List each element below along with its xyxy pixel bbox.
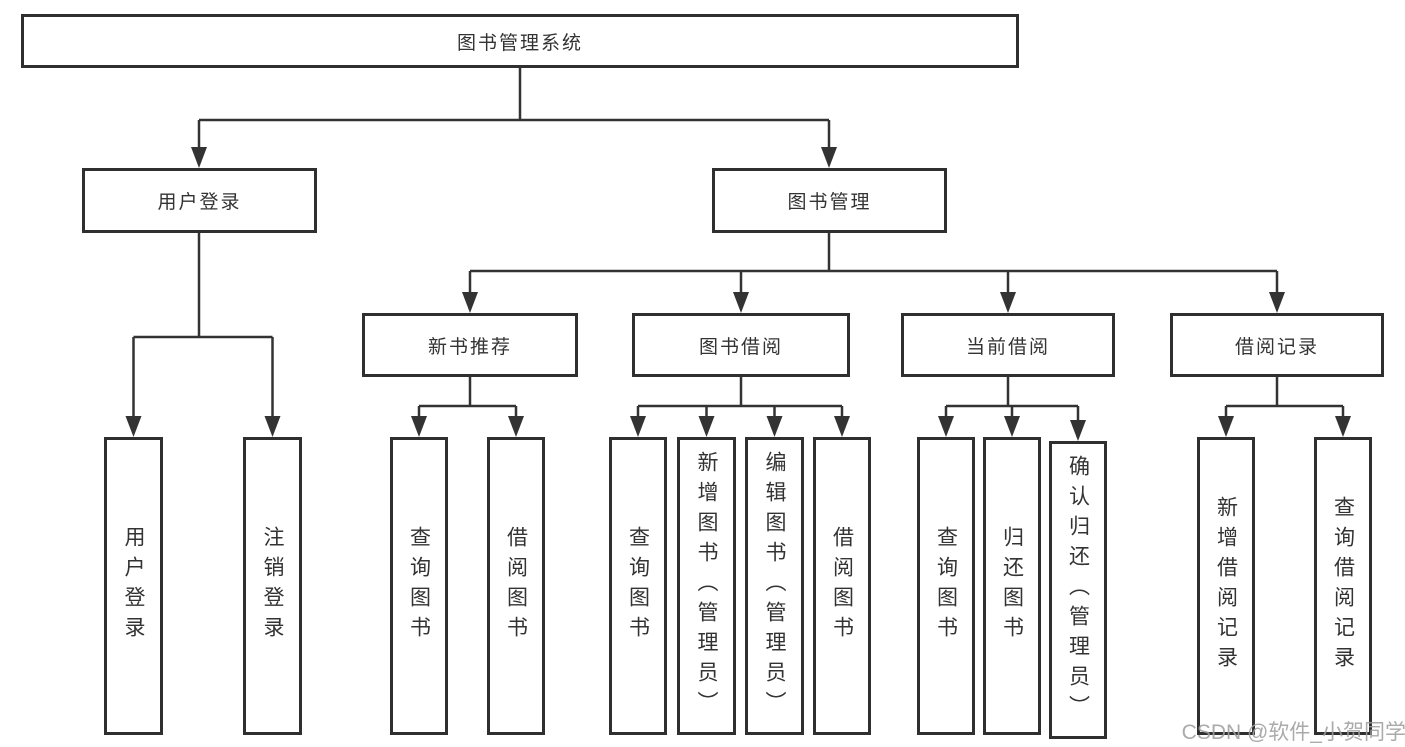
arrowheads: [125, 147, 1351, 441]
leaf-records-add-record: 新增借阅记录: [1197, 437, 1255, 735]
node-user-login: 用户登录: [82, 168, 317, 233]
leaf-borrow-borrow-books-label: 借阅图书: [830, 526, 854, 646]
csdn-watermark: CSDN @软件_小贺同学: [1181, 721, 1405, 744]
leaf-current-return-books: 归还图书: [983, 437, 1041, 735]
leaf-user-login: 用户登录: [104, 437, 163, 735]
node-current-borrow: 当前借阅: [901, 313, 1115, 377]
leaf-current-confirm-return-admin-label: 确认归还（管理员）: [1066, 455, 1090, 725]
node-new-book-recommend: 新书推荐: [362, 313, 578, 377]
leaf-borrow-borrow-books: 借阅图书: [813, 437, 871, 735]
leaf-borrow-edit-books-admin-label: 编辑图书（管理员）: [763, 451, 786, 721]
node-borrow-records: 借阅记录: [1170, 313, 1384, 377]
leaf-user-login-label: 用户登录: [122, 526, 145, 646]
leaf-borrow-query-books-label: 查询图书: [626, 526, 650, 646]
node-book-management: 图书管理: [712, 168, 947, 233]
leaf-logout: 注销登录: [243, 437, 302, 735]
leaf-borrow-add-books-admin-label: 新增图书（管理员）: [695, 451, 718, 721]
leaf-logout-label: 注销登录: [261, 526, 284, 646]
leaf-records-query-record: 查询借阅记录: [1314, 437, 1372, 735]
leaf-borrow-add-books-admin: 新增图书（管理员）: [677, 437, 736, 735]
leaf-current-return-books-label: 归还图书: [1000, 526, 1024, 646]
leaf-records-add-record-label: 新增借阅记录: [1214, 496, 1238, 676]
node-root: 图书管理系统: [21, 14, 1019, 68]
leaf-newrec-query-books-label: 查询图书: [407, 526, 431, 646]
leaf-newrec-borrow-books-label: 借阅图书: [504, 526, 528, 646]
leaf-newrec-borrow-books: 借阅图书: [487, 437, 545, 735]
leaf-records-query-record-label: 查询借阅记录: [1331, 496, 1355, 676]
node-book-borrow: 图书借阅: [632, 313, 850, 377]
leaf-borrow-query-books: 查询图书: [609, 437, 667, 735]
leaf-current-query-books: 查询图书: [917, 437, 975, 735]
leaf-current-query-books-label: 查询图书: [934, 526, 958, 646]
leaf-newrec-query-books: 查询图书: [390, 437, 448, 735]
leaf-borrow-edit-books-admin: 编辑图书（管理员）: [745, 437, 804, 735]
leaf-current-confirm-return-admin: 确认归还（管理员）: [1049, 441, 1107, 739]
